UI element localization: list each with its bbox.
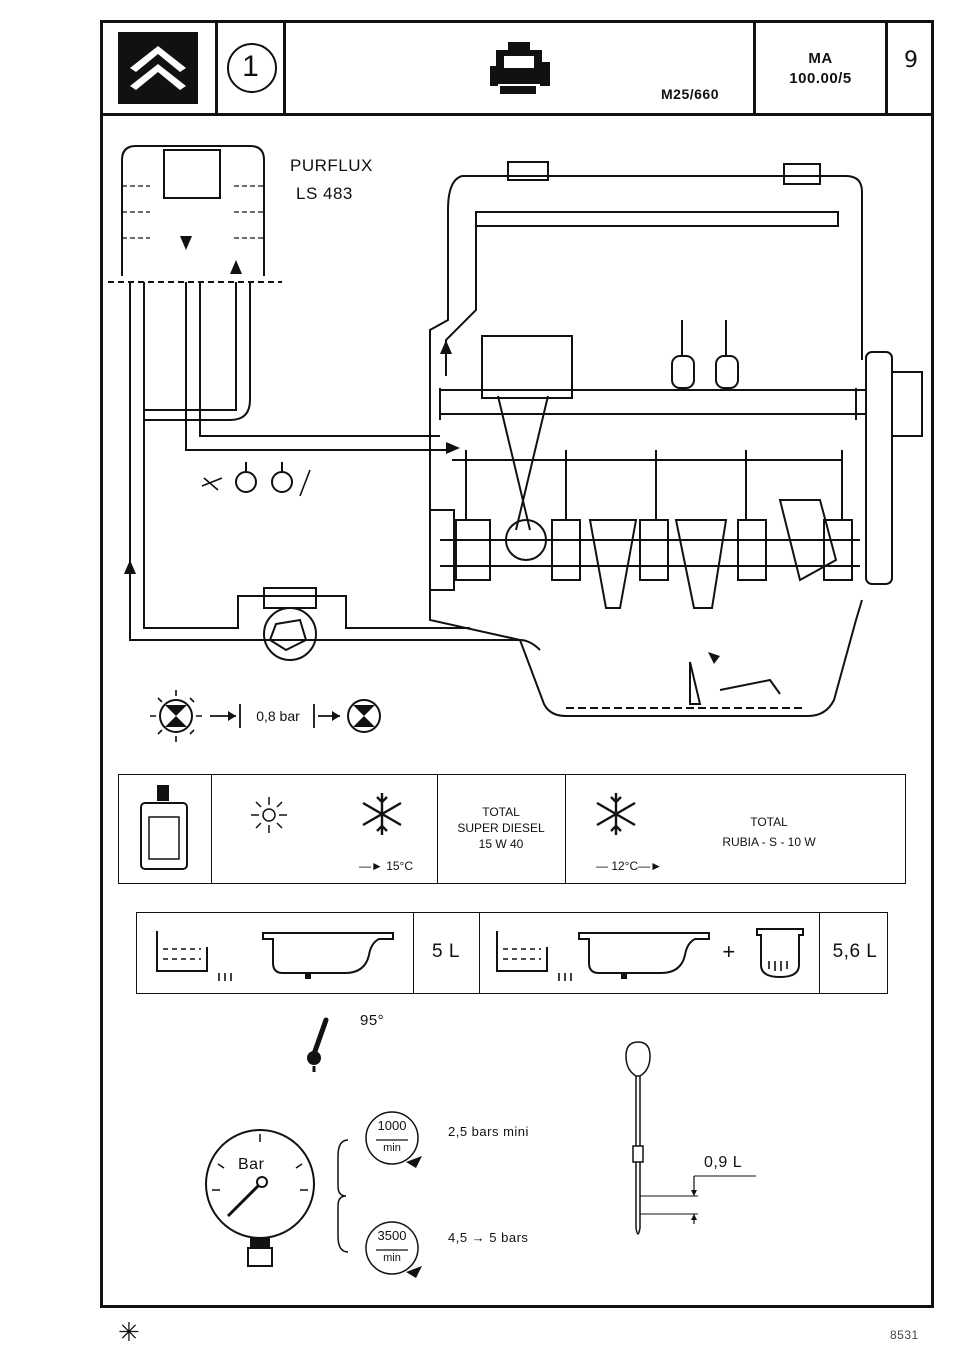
flow-arrow-icon [180, 236, 192, 250]
pressure-low-value: 2,5 bars mini [448, 1124, 529, 1139]
oil-filter-icon [756, 928, 804, 979]
page-number-cell: 9 [888, 20, 934, 113]
dipstick-value: 0,9 L [704, 1154, 743, 1171]
gauge-unit: Bar [238, 1156, 265, 1173]
citroen-logo-icon [118, 32, 198, 104]
brace-icon [337, 1139, 349, 1253]
section-number: 1 [242, 50, 259, 83]
winter-temp: 12°C [611, 859, 639, 873]
page-number: 9 [904, 48, 918, 73]
thermometer-icon [307, 1017, 329, 1072]
capacity-with-filter: 5,6 L [832, 941, 878, 962]
snowflake-icon [362, 793, 402, 835]
oil-can-icon [140, 785, 188, 870]
winter-oil-brand: TOTAL [750, 815, 788, 829]
winter-oil-grade: RUBIA - S - 10 W [722, 835, 816, 849]
drain-icon [156, 931, 232, 981]
rpm-high-unit: min [383, 1252, 401, 1264]
oil-warning-lamp-off-icon [347, 699, 381, 733]
engine-code: M25/660 [661, 86, 719, 102]
oil-temperature: 95° [360, 1012, 385, 1029]
rpm-low-icon [365, 1111, 422, 1168]
brand-logo-cell [100, 20, 218, 113]
winter-temp-wrap: — 12°C—► [595, 859, 663, 873]
reference-top: MA [808, 50, 833, 67]
rpm-high: 3500 [377, 1228, 407, 1243]
sun-icon [251, 797, 287, 833]
summer-temp-wrap: —► 15°C [358, 859, 414, 873]
engine-cell: M25/660 [286, 20, 756, 113]
oil-sump-icon [262, 932, 394, 979]
summer-oil-brand: TOTAL [482, 805, 520, 819]
filter-brand: PURFLUX [290, 156, 373, 175]
oil-capacity-table: 5 L + 5,6 L [136, 912, 888, 994]
section-circle-icon [227, 43, 277, 93]
filter-model: LS 483 [296, 184, 353, 203]
rpm-low-unit: min [383, 1142, 401, 1154]
oil-sump-icon-2 [578, 932, 710, 979]
pressure-gauge-icon [205, 1129, 315, 1267]
engine-icon [490, 42, 550, 94]
dipstick-icon [625, 1041, 756, 1235]
plus-sign: + [722, 939, 736, 964]
oil-spec-table: —► 15°C TOTAL SUPER DIESEL 15 W 40 — 12°… [118, 774, 906, 884]
warning-pressure: 0,8 bar [256, 708, 300, 724]
pressure-high-value: 4,5 → 5 bars [448, 1230, 529, 1245]
reference-bottom: 100.00/5 [789, 70, 852, 87]
reference-cell: MA 100.00/5 [756, 20, 888, 113]
footer-symbol: ✳ [118, 1318, 141, 1348]
capacity-without-filter: 5 L [432, 941, 460, 962]
rpm-low: 1000 [377, 1118, 407, 1133]
winter-snowflake-icon [596, 793, 636, 835]
oil-warning-lamp-icon [150, 690, 202, 742]
rpm-high-icon [365, 1221, 422, 1278]
section-cell: 1 [218, 20, 286, 113]
page-header: 1 M25/660 MA 100.00/5 9 [100, 20, 934, 116]
summer-temp: 15°C [386, 859, 414, 873]
drain-refill-icon [496, 931, 572, 981]
summer-oil-grade: 15 W 40 [478, 837, 524, 851]
page-frame [100, 20, 934, 1308]
footer-number: 8531 [890, 1328, 919, 1342]
oil-filter-body [121, 145, 265, 276]
summer-oil-name: SUPER DIESEL [457, 821, 545, 835]
lubrication-diagram [108, 145, 923, 742]
